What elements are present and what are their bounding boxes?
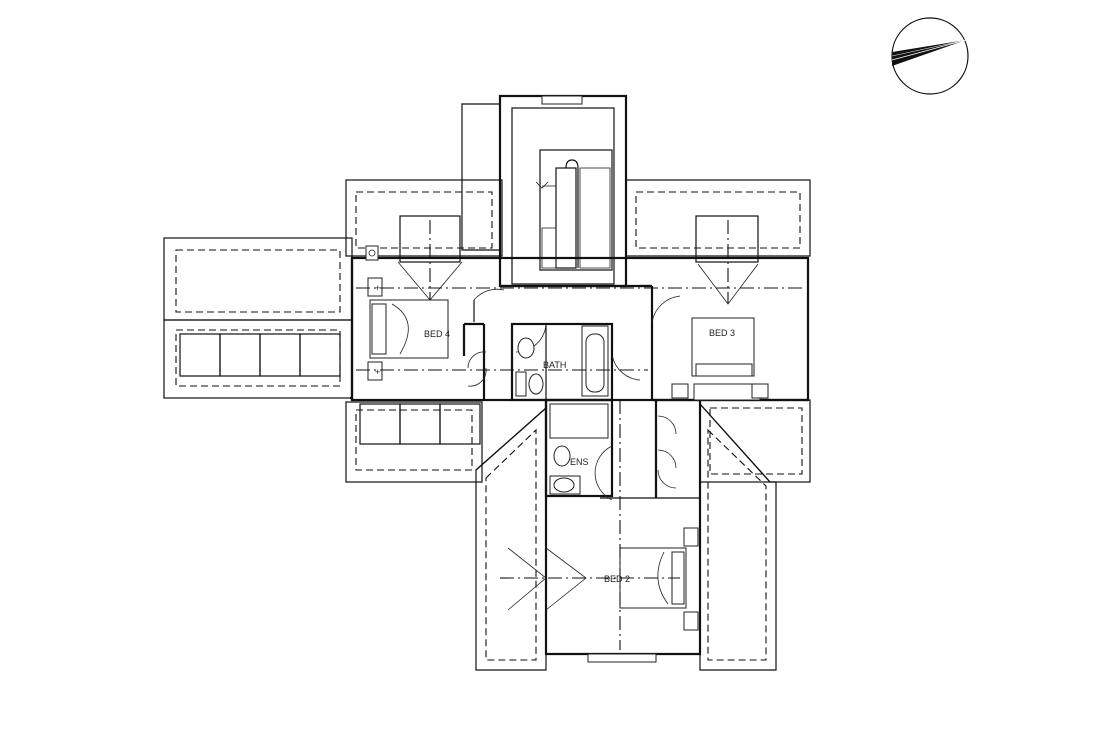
room-label-bed-2: BED 2 <box>604 574 630 584</box>
room-label-bed-3: BED 3 <box>709 328 735 338</box>
north-arrow-icon <box>891 17 969 95</box>
doors <box>467 288 681 501</box>
top-right-roof <box>625 179 811 263</box>
windows <box>365 245 379 261</box>
bed-2-bed <box>619 527 699 631</box>
walls <box>350 94 810 663</box>
roof-ridge-lines <box>356 220 804 650</box>
svg-text:+: + <box>375 283 380 293</box>
bath-fixtures <box>515 325 609 397</box>
bed-3-bed <box>671 317 769 401</box>
staircase <box>535 149 613 271</box>
top-left-roof <box>345 103 503 263</box>
left-wing-roof <box>163 237 353 399</box>
ensuite-fixtures <box>549 403 609 495</box>
lower-right-eaves <box>699 399 811 671</box>
room-label-ens: ENS <box>570 457 589 467</box>
room-label-bed-4: BED 4 <box>424 329 450 339</box>
room-label-bath: BATH <box>543 360 566 370</box>
svg-text:+: + <box>375 367 380 377</box>
lower-left-eaves <box>345 401 547 671</box>
bed-4-bed: + + <box>367 277 449 381</box>
